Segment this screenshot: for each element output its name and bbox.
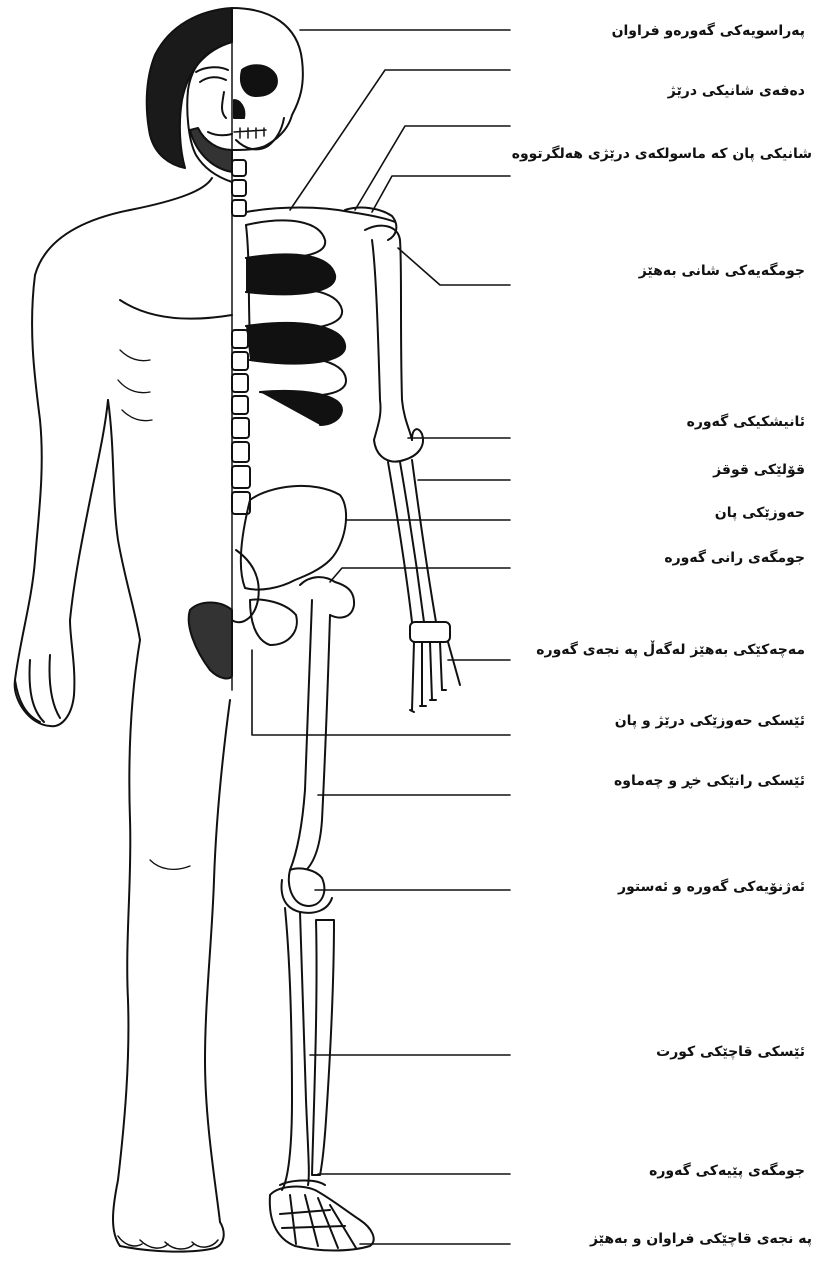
nasal-cavity	[234, 100, 244, 118]
label-hand: مەچەکێکی بەهێز لەگەڵ پە نجەی گەورە	[505, 641, 805, 659]
ribs-texture	[118, 350, 152, 421]
eye-socket	[241, 65, 277, 96]
label-shoulder-joint: جومگەیەکی شانی بەهێز	[505, 262, 805, 280]
label-skull: پەراسویەکی گەورەو فراوان	[505, 22, 805, 40]
nose-left	[222, 92, 226, 118]
humerus	[365, 226, 412, 440]
ulna-inner	[400, 462, 424, 622]
leader-shoulder	[372, 176, 510, 212]
ribcage	[246, 220, 346, 425]
body-outline	[15, 8, 232, 1252]
femur	[290, 600, 330, 875]
neck-shoulder-left	[35, 178, 212, 275]
skeleton	[232, 8, 460, 1251]
label-femur: ئێسکی رانێکی خڕ و چەماوە	[505, 772, 805, 790]
eye-left	[200, 77, 226, 82]
leg-outer-left	[113, 640, 140, 1246]
arm-inner-left	[70, 400, 108, 620]
foot-bones	[270, 1187, 374, 1251]
leg-inner-left	[205, 700, 230, 1222]
leader-clavicle	[290, 70, 510, 210]
kneecap	[289, 868, 325, 906]
jaw	[236, 118, 284, 149]
label-forearm: قۆلێکی قوقز	[505, 461, 805, 479]
fibula	[312, 920, 334, 1175]
label-scapula: شانیکی پان کە ماسولکەی درێژی هەلگرتووە	[512, 145, 812, 163]
leader-pelvic-bone	[252, 650, 510, 735]
femur-head	[300, 577, 354, 617]
hand-bones	[410, 622, 460, 712]
elbow	[374, 429, 423, 461]
sacrum	[232, 550, 259, 622]
arm-outer-left	[15, 275, 74, 726]
brow-left	[196, 67, 228, 72]
ulna	[412, 460, 436, 622]
hand-left	[15, 620, 74, 722]
label-humerus: ئانیشکیکی گەورە	[505, 413, 805, 431]
label-pelvis: حەوزێکی پان	[505, 504, 805, 522]
label-toes: پە نجەی قاچێکی فراوان و بەهێز	[512, 1230, 812, 1248]
label-clavicle: دەفەی شانیکی درێژ	[505, 82, 805, 100]
label-pelvic-bone: ئێسکی حەوزێکی درێژ و پان	[505, 712, 805, 730]
groin-hair	[189, 603, 232, 679]
teeth	[234, 128, 266, 138]
leader-scapula	[355, 126, 510, 210]
ankle	[280, 1180, 325, 1185]
toes-left	[118, 1236, 218, 1249]
torso-side-left	[108, 400, 140, 640]
radius	[388, 462, 412, 622]
label-ankle: جومگەی پێیەکی گەورە	[505, 1162, 805, 1180]
mouth-left	[208, 132, 232, 135]
leader-shoulder-joint	[398, 248, 510, 285]
label-tibia: ئێسکی قاچێکی کورت	[505, 1043, 805, 1061]
hair	[147, 8, 232, 168]
tibia	[282, 908, 309, 1190]
label-knee: ئەژنۆیەکی گەورە و ئەستور	[505, 878, 805, 896]
leader-hip	[330, 568, 510, 582]
chest-left	[120, 300, 232, 319]
knee-mark-left	[150, 860, 190, 869]
label-hip-joint: جومگەی رانی گەورە	[505, 549, 805, 567]
